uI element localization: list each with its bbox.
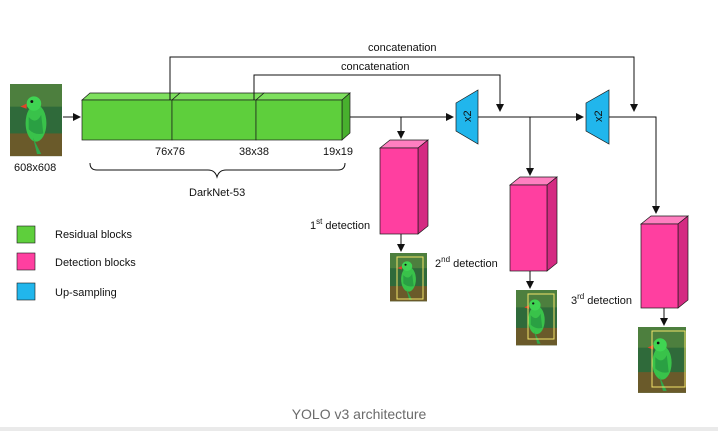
detection-label-2: 2nd detection bbox=[435, 255, 498, 270]
figure-caption: YOLO v3 architecture bbox=[291, 406, 427, 422]
concatenation-line-bottom bbox=[253, 74, 504, 112]
legend: Residual blocks Detection blocks Up-samp… bbox=[16, 225, 136, 301]
detection-output-image-1 bbox=[390, 253, 427, 302]
darknet-backbone bbox=[81, 92, 351, 141]
legend-swatch-detection bbox=[16, 252, 36, 271]
upsample-block-2: x2 bbox=[585, 89, 610, 145]
darknet-brace bbox=[89, 162, 346, 179]
legend-label-detection: Detection blocks bbox=[55, 257, 136, 269]
darknet-label: DarkNet-53 bbox=[189, 187, 245, 199]
scale-label-38: 38x38 bbox=[239, 146, 269, 158]
detection-block-3 bbox=[640, 215, 689, 309]
detection-block-1 bbox=[379, 139, 429, 235]
concatenation-label-top: concatenation bbox=[368, 42, 437, 54]
detection-block-2 bbox=[509, 176, 558, 272]
residual-block-1 bbox=[81, 99, 173, 141]
bottom-divider bbox=[0, 427, 718, 431]
upsample-block-1: x2 bbox=[455, 89, 479, 145]
legend-swatch-residual bbox=[16, 225, 36, 244]
detection-output-image-2 bbox=[516, 290, 557, 346]
legend-swatch-upsampling bbox=[16, 282, 36, 301]
detection-label-3: 3rd detection bbox=[571, 292, 632, 307]
scale-label-76: 76x76 bbox=[155, 146, 185, 158]
scale-label-19: 19x19 bbox=[323, 146, 353, 158]
legend-label-upsampling: Up-sampling bbox=[55, 287, 117, 299]
main-path-3 bbox=[609, 116, 660, 214]
residual-block-3 bbox=[255, 99, 343, 141]
input-image bbox=[10, 84, 62, 157]
input-size-label: 608x608 bbox=[14, 162, 56, 174]
upsample-label-2: x2 bbox=[593, 110, 605, 122]
upsample-label-1: x2 bbox=[462, 110, 474, 122]
residual-block-2 bbox=[171, 99, 257, 141]
legend-label-residual: Residual blocks bbox=[55, 229, 133, 241]
detection-output-image-3 bbox=[638, 327, 686, 393]
detection-label-1: 1st detection bbox=[310, 217, 370, 232]
concatenation-line-top bbox=[169, 56, 638, 112]
concatenation-label-bottom: concatenation bbox=[341, 61, 410, 73]
